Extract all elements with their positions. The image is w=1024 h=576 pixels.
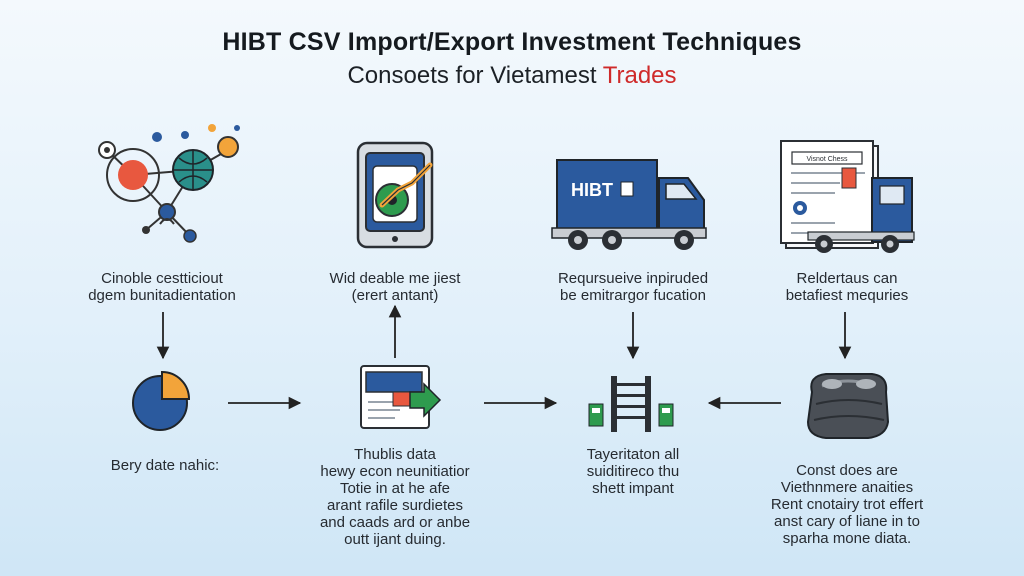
- truck-brand-text: HIBT: [571, 180, 613, 200]
- subtitle-main: Consoets for Vietamest: [347, 62, 603, 89]
- page-title: HIBT CSV Import/Export Investment Techni…: [222, 28, 802, 56]
- document-header-text: Visnot Chess: [806, 156, 848, 163]
- csv-export-icon: [360, 365, 442, 429]
- bottom-label-3: Tayeritaton all suiditireco thu shett im…: [586, 446, 680, 497]
- top-label-3: Reqursueive inpiruded be emitrargor fuca…: [557, 270, 709, 304]
- pie-chart-icon: [132, 370, 191, 431]
- subtitle-accent: Trades: [602, 62, 677, 89]
- cargo-bag-icon: [806, 373, 890, 439]
- top-label-2: Wid deable me jiest (erert antant): [329, 270, 461, 304]
- bottom-label-4: Const does are Viethnmere anaities Rent …: [770, 462, 924, 547]
- bottom-label-2: Thublis data hewy econ neunitiatior Toti…: [319, 446, 471, 548]
- tablet-chart-icon: [356, 141, 434, 249]
- delivery-truck-icon: [551, 159, 707, 250]
- document-truck-icon: [780, 140, 915, 253]
- top-label-4: Reldertaus can betafiest mequries: [785, 270, 909, 304]
- bottom-label-1: Bery date nahic:: [110, 457, 220, 474]
- ladder-connection-icon: [588, 376, 674, 432]
- top-label-1: Cinoble cestticiout dgem bunitadientatio…: [88, 270, 236, 304]
- network-globe-icon: [98, 124, 240, 243]
- page-subtitle: Consoets for Vietamest Trades: [0, 62, 1024, 90]
